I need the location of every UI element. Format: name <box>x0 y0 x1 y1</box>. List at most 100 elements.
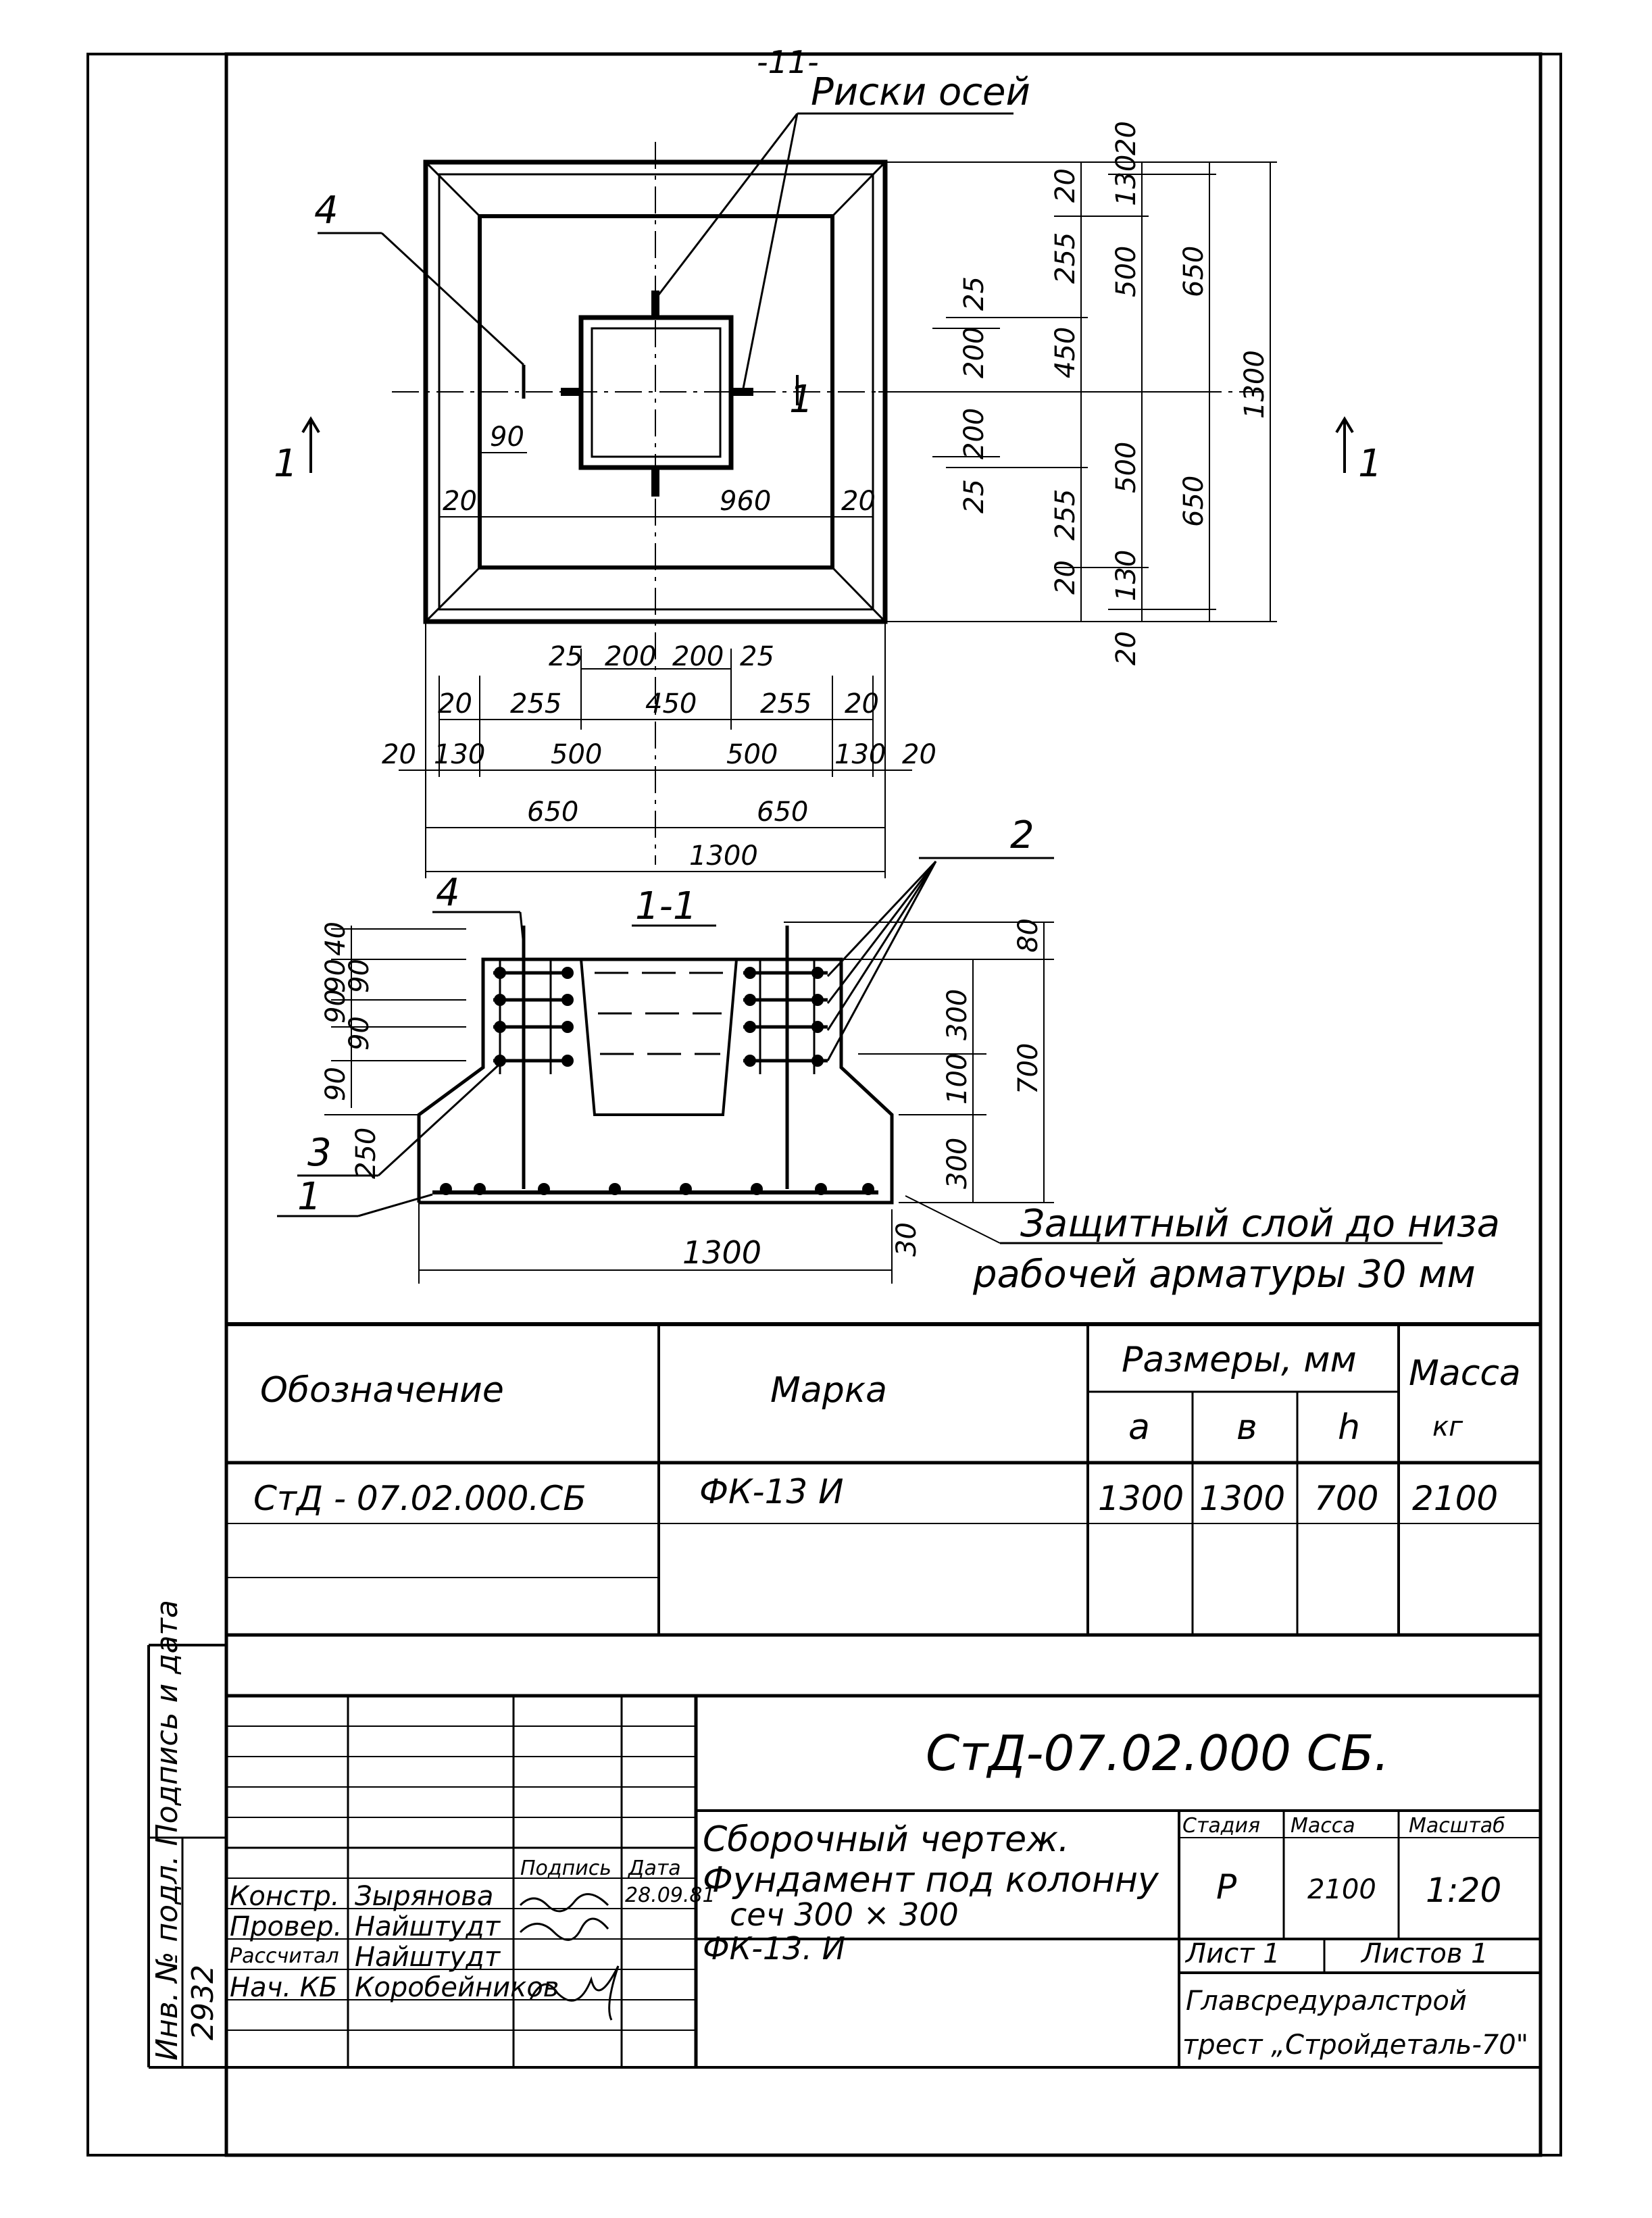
rdim-255-top: 255 <box>1050 232 1081 284</box>
section-mark-left: 1 <box>274 442 298 486</box>
rdim-650-top: 650 <box>1178 246 1209 297</box>
section-base-dim: 1300 <box>682 1234 761 1271</box>
bdim-r4-0: 650 <box>527 797 578 828</box>
plan-right-dims: 20 130 20 255 500 650 25 200 450 1300 20… <box>959 121 1270 665</box>
tb-name-2: Найштудт <box>355 1942 501 1973</box>
dim-90: 90 <box>490 422 524 453</box>
bdim-r5-0: 1300 <box>689 840 758 872</box>
axis-marks-label: Риски осей <box>811 70 1030 114</box>
tb-name-1: Найштудт <box>355 1911 501 1942</box>
tb-desc-line2: Фундамент под колонну <box>703 1860 1159 1900</box>
tb-date-0: 28.09.81 <box>625 1884 716 1907</box>
side-stamp-label: Инв. № подл. Подпись и дата <box>150 1600 184 2061</box>
bdim-r2-0: 20 <box>438 688 472 720</box>
sl-dim-90c: 90 <box>320 989 351 1024</box>
tb-scale-label: Масштаб <box>1409 1814 1505 1838</box>
bdim-r1-1: 200 <box>605 641 656 672</box>
bdim-r1-0: 25 <box>549 641 583 672</box>
tb-mass: 2100 <box>1307 1874 1376 1905</box>
rdim-25-bottom: 25 <box>959 479 990 513</box>
rdim-1300: 1300 <box>1239 350 1270 419</box>
rdim-20b-top: 20 <box>1050 168 1081 203</box>
sl-dim-250: 250 <box>351 1128 382 1179</box>
section-mark-center: 1 <box>789 378 814 422</box>
rdim-450: 450 <box>1050 327 1081 378</box>
sl-dim-90d: 90 <box>344 1016 375 1051</box>
section-callout-4: 4 <box>436 871 460 915</box>
tb-name-3: Коробейников <box>355 1972 559 2003</box>
row-mass: 2100 <box>1412 1479 1498 1518</box>
sr-dim-300: 300 <box>942 989 973 1040</box>
sl-dim-90a: 90 <box>320 959 351 993</box>
rdim-500-top: 500 <box>1111 246 1142 297</box>
bdim-r2-1: 255 <box>510 688 561 720</box>
sr-dim-100: 100 <box>942 1053 973 1105</box>
section-callout-1: 1 <box>297 1175 322 1219</box>
dim-20-left: 20 <box>443 486 477 517</box>
tb-desc-line4: ФК-13. И <box>703 1930 845 1967</box>
section-callout-3: 3 <box>307 1131 332 1175</box>
bdim-r2-4: 20 <box>845 688 879 720</box>
bdim-r2-3: 255 <box>760 688 811 720</box>
rdim-650-bottom: 650 <box>1178 476 1209 527</box>
section-note-line2: рабочей арматуры 30 мм <box>972 1253 1476 1296</box>
row-b: 1300 <box>1199 1479 1285 1518</box>
bdim-r2-2: 450 <box>645 688 697 720</box>
row-designation: СтД - 07.02.000.СБ <box>253 1479 586 1518</box>
rdim-20-bottom: 20 <box>1050 560 1081 595</box>
dim-20-right: 20 <box>841 486 876 517</box>
hdr-b: в <box>1236 1407 1257 1448</box>
tb-org-line2: трест „Стройдеталь-70" <box>1182 2030 1528 2061</box>
bdim-r3-3: 500 <box>726 739 778 770</box>
tb-role-1: Провер. <box>230 1911 342 1942</box>
hdr-h: h <box>1338 1407 1360 1448</box>
tb-stage: Р <box>1216 1867 1237 1907</box>
hdr-dimensions: Размеры, мм <box>1122 1340 1357 1380</box>
rdim-20-top: 20 <box>1111 121 1142 155</box>
tb-col-signature: Подпись <box>520 1857 611 1880</box>
plan-view <box>301 112 1354 878</box>
bdim-r3-5: 20 <box>902 739 936 770</box>
tb-desc-line3: сеч 300 × 300 <box>730 1896 959 1933</box>
tb-role-2: Рассчитал <box>230 1944 339 1968</box>
rdim-200-bottom: 200 <box>959 408 990 459</box>
hdr-designation: Обозначение <box>260 1370 504 1411</box>
bdim-r3-2: 500 <box>551 739 602 770</box>
tb-desc-line1: Сборочный чертеж. <box>703 1819 1070 1860</box>
hdr-mass-unit: кг <box>1432 1411 1463 1442</box>
sr-dim-300b: 300 <box>942 1138 973 1189</box>
bdim-r1-2: 200 <box>672 641 724 672</box>
tb-sheet-label: Лист 1 <box>1184 1938 1280 1969</box>
section-note-line1: Защитный слой до низа <box>1020 1202 1500 1246</box>
plan-bottom-dims: 25 200 200 25 20 255 450 255 20 20 130 5… <box>382 641 936 872</box>
tb-role-3: Нач. КБ <box>230 1972 338 2003</box>
row-a: 1300 <box>1098 1479 1184 1518</box>
section-callout-2: 2 <box>1010 813 1034 857</box>
section-left-dims: 40 90 90 90 90 90 250 <box>320 922 382 1179</box>
dim-960: 960 <box>720 486 771 517</box>
side-stamp-number: 2932 <box>186 1965 220 2040</box>
tb-scale: 1:20 <box>1426 1871 1501 1910</box>
spec-table <box>226 1322 1541 1637</box>
sl-dim-90b: 90 <box>344 959 375 993</box>
tb-org-line1: Главсредуралстрой <box>1186 1986 1467 2017</box>
rdim-20b-bottom: 20 <box>1111 631 1142 665</box>
rdim-130-bottom: 130 <box>1111 550 1142 601</box>
rdim-255-bottom: 255 <box>1050 489 1081 540</box>
section-mark-right: 1 <box>1358 442 1382 486</box>
sr-dim-700: 700 <box>1013 1043 1044 1094</box>
section-right-dims: 80 300 100 700 300 30 <box>891 918 1044 1257</box>
tb-doc-code: СтД-07.02.000 СБ. <box>926 1725 1389 1782</box>
section-title: 1-1 <box>635 884 697 928</box>
rdim-500-bottom: 500 <box>1111 442 1142 493</box>
tb-mass-label: Масса <box>1291 1814 1355 1838</box>
sl-dim-40: 40 <box>320 922 351 956</box>
rdim-25-top: 25 <box>959 276 990 311</box>
title-block <box>147 1644 1541 2069</box>
sr-dim-80: 80 <box>1013 918 1044 953</box>
rebar-dots <box>440 967 874 1195</box>
tb-col-date: Дата <box>627 1857 681 1880</box>
tb-role-0: Констр. <box>230 1881 339 1912</box>
tb-name-0: Зырянова <box>355 1881 493 1912</box>
rdim-130-top: 130 <box>1111 155 1142 206</box>
